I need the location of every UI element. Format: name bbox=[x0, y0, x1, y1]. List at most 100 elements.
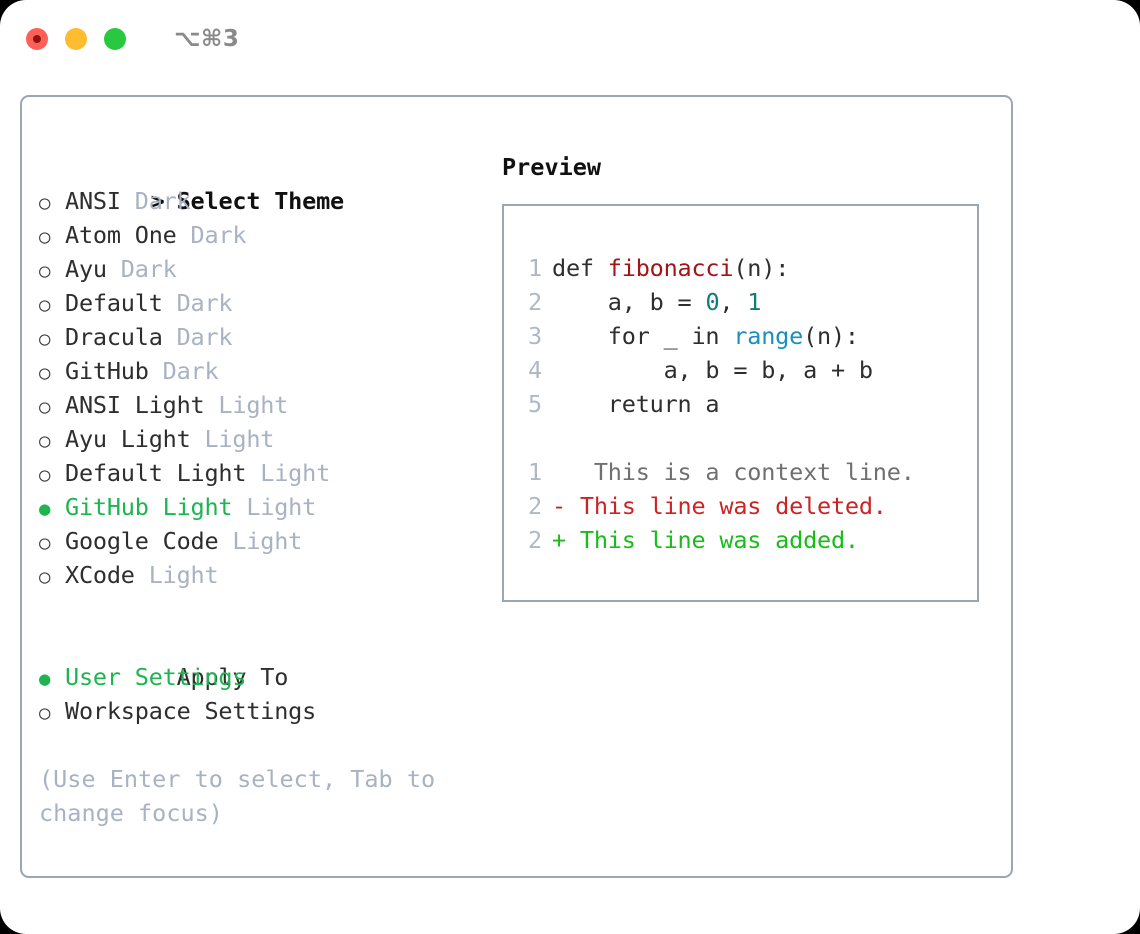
diff-line-text: - This line was deleted. bbox=[552, 492, 887, 520]
theme-list-item[interactable]: Default Light Light bbox=[39, 456, 499, 490]
apply-to-list: User SettingsWorkspace Settings bbox=[39, 660, 499, 728]
code-token: 1 bbox=[747, 288, 762, 316]
select-theme-header: > Select Theme bbox=[39, 150, 499, 215]
traffic-light-controls bbox=[26, 28, 126, 50]
code-line: 5 return a bbox=[518, 387, 977, 421]
diff-line: 2 - This line was deleted. bbox=[518, 489, 977, 523]
code-diff-spacer bbox=[518, 421, 977, 455]
radio-selected-icon bbox=[39, 660, 65, 696]
code-token: 0 bbox=[705, 288, 720, 316]
apply-to-item[interactable]: Workspace Settings bbox=[39, 694, 499, 728]
theme-item-label: ANSI bbox=[65, 187, 121, 215]
radio-unselected-icon bbox=[39, 388, 65, 424]
code-token: for _ in bbox=[552, 322, 734, 350]
radio-unselected-icon bbox=[39, 558, 65, 594]
radio-unselected-icon bbox=[39, 422, 65, 458]
code-token: range bbox=[733, 322, 804, 350]
theme-item-variant-tag: Dark bbox=[162, 289, 233, 317]
theme-item-label: Ayu bbox=[65, 255, 107, 283]
theme-list-item[interactable]: Default Dark bbox=[39, 286, 499, 320]
theme-list: ANSI DarkAtom One DarkAyu DarkDefault Da… bbox=[39, 184, 499, 592]
radio-unselected-icon bbox=[39, 320, 65, 356]
code-token: return a bbox=[552, 390, 720, 418]
theme-list-item[interactable]: ANSI Light Light bbox=[39, 388, 499, 422]
code-line: 2 a, b = 0, 1 bbox=[518, 285, 977, 319]
theme-list-item[interactable]: Ayu Dark bbox=[39, 252, 499, 286]
code-token: (n): bbox=[803, 322, 859, 350]
section-spacer bbox=[39, 592, 499, 626]
code-line: 3 for _ in range(n): bbox=[518, 319, 977, 353]
theme-item-label: ANSI Light bbox=[65, 391, 205, 419]
radio-unselected-icon bbox=[39, 218, 65, 254]
apply-to-item-label: User Settings bbox=[65, 663, 247, 691]
radio-selected-icon bbox=[39, 490, 65, 526]
diff-line: 2+ This line was added. bbox=[518, 523, 977, 557]
code-line-number: 5 bbox=[528, 390, 542, 418]
theme-item-variant-tag: Light bbox=[134, 561, 219, 589]
diff-line-text: + This line was added. bbox=[552, 526, 859, 554]
apply-to-header-label: Apply To bbox=[176, 663, 289, 691]
main-panel: >Select Theme ANSI DarkAtom One DarkAyu … bbox=[20, 95, 1013, 878]
theme-item-label: Ayu Light bbox=[65, 425, 191, 453]
theme-list-item[interactable]: ANSI Dark bbox=[39, 184, 499, 218]
code-line-number: 4 bbox=[528, 356, 542, 384]
select-theme-header-label: Select Theme bbox=[176, 187, 345, 215]
radio-unselected-icon bbox=[39, 694, 65, 730]
theme-list-item[interactable]: XCode Light bbox=[39, 558, 499, 592]
theme-item-variant-tag: Dark bbox=[148, 357, 219, 385]
theme-item-variant-tag: Light bbox=[218, 527, 303, 555]
preview-title: Preview bbox=[502, 153, 602, 181]
radio-unselected-icon bbox=[39, 524, 65, 560]
diff-line-text: This is a context line. bbox=[552, 458, 915, 486]
minimize-window-button[interactable] bbox=[65, 28, 87, 50]
theme-item-label: Atom One bbox=[65, 221, 177, 249]
code-token: a, b = bbox=[552, 288, 706, 316]
theme-item-variant-tag: Dark bbox=[162, 323, 233, 351]
theme-item-label: XCode bbox=[65, 561, 135, 589]
theme-list-item[interactable]: Google Code Light bbox=[39, 524, 499, 558]
code-line-number: 2 bbox=[528, 288, 542, 316]
code-token: fibonacci bbox=[607, 254, 734, 282]
diff-line-number: 2 bbox=[528, 492, 542, 520]
help-text: (Use Enter to select, Tab to change focu… bbox=[39, 765, 450, 827]
theme-list-item[interactable]: GitHub Dark bbox=[39, 354, 499, 388]
theme-item-variant-tag: Light bbox=[190, 425, 275, 453]
theme-item-variant-tag: Light bbox=[246, 459, 331, 487]
apply-to-header: Apply To bbox=[39, 626, 499, 691]
theme-item-variant-tag: Light bbox=[204, 391, 289, 419]
maximize-window-button[interactable] bbox=[104, 28, 126, 50]
theme-item-variant-tag: Dark bbox=[106, 255, 177, 283]
code-line-number: 3 bbox=[528, 322, 542, 350]
radio-unselected-icon bbox=[39, 354, 65, 390]
code-line-number: 1 bbox=[528, 254, 542, 282]
theme-list-item[interactable]: Dracula Dark bbox=[39, 320, 499, 354]
radio-unselected-icon bbox=[39, 252, 65, 288]
radio-unselected-icon bbox=[39, 286, 65, 322]
diff-line-number: 1 bbox=[528, 458, 542, 486]
code-token: def bbox=[552, 254, 608, 282]
theme-item-variant-tag: Dark bbox=[120, 187, 191, 215]
theme-list-item[interactable]: Atom One Dark bbox=[39, 218, 499, 252]
radio-unselected-icon bbox=[39, 184, 65, 220]
theme-selection-column: >Select Theme ANSI DarkAtom One DarkAyu … bbox=[39, 150, 499, 830]
code-token: , bbox=[719, 288, 748, 316]
window-titlebar: ⌥⌘3 bbox=[0, 0, 1140, 78]
diff-sample: 1 This is a context line. 2 - This line wa… bbox=[518, 455, 977, 557]
diff-line: 1 This is a context line. bbox=[518, 455, 977, 489]
theme-list-item[interactable]: GitHub Light Light bbox=[39, 490, 499, 524]
theme-item-variant-tag: Dark bbox=[176, 221, 247, 249]
prompt-caret-icon: > bbox=[150, 187, 165, 215]
theme-item-variant-tag: Light bbox=[232, 493, 317, 521]
theme-item-label: GitHub Light bbox=[65, 493, 233, 521]
theme-list-item[interactable]: Ayu Light Light bbox=[39, 422, 499, 456]
apply-to-item[interactable]: User Settings bbox=[39, 660, 499, 694]
theme-item-label: Google Code bbox=[65, 527, 219, 555]
theme-item-label: GitHub bbox=[65, 357, 149, 385]
close-window-button[interactable] bbox=[26, 28, 48, 50]
code-line: 4 a, b = b, a + b bbox=[518, 353, 977, 387]
